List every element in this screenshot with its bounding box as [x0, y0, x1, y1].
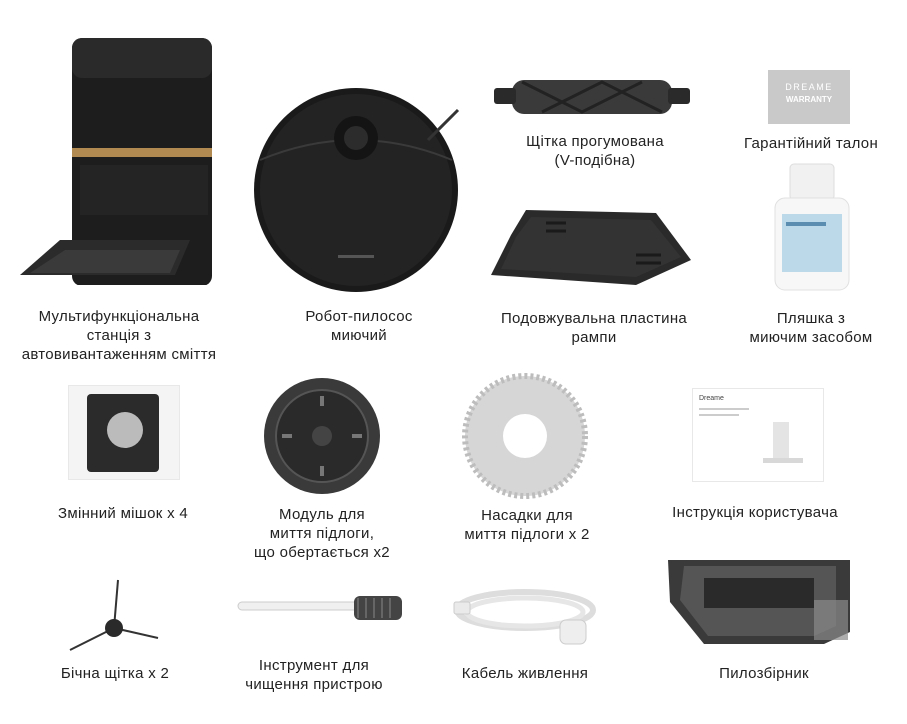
brand-label: DREAME — [785, 82, 833, 92]
mop-pad-icon — [462, 373, 588, 499]
caption: Гарантійний талон — [743, 135, 879, 152]
caption: Модуль для миття підлоги, що обертається… — [254, 506, 390, 561]
caption: Пляшка з миючим засобом — [749, 310, 873, 346]
manual-title: Dreame — [699, 395, 724, 402]
warranty-label: WARRANTY — [785, 95, 833, 104]
caption: Інструкція користувача — [672, 504, 838, 521]
caption: Подовжувальна пластина рампи — [500, 310, 688, 346]
dust-bin-icon — [664, 556, 854, 648]
caption: Кабель живлення — [461, 665, 589, 682]
caption: Бічна щітка x 2 — [60, 665, 170, 682]
caption: Пилозбірник — [719, 665, 809, 682]
dock-station-icon — [20, 30, 216, 285]
robot-vacuum-icon — [248, 80, 468, 300]
rubber-brush-icon — [492, 70, 692, 122]
caption: Мультифункціональна станція з автовивант… — [21, 308, 217, 363]
warranty-card-icon: DREAME WARRANTY — [768, 70, 850, 124]
caption: Інструмент для чищення пристрою — [245, 657, 383, 693]
caption: Щітка прогумована (V-подібна) — [526, 133, 664, 169]
ramp-plate-icon — [486, 205, 696, 290]
caption: Робот-пилосос миючий — [305, 308, 413, 344]
detergent-bottle-icon — [772, 162, 852, 292]
side-brush-icon — [68, 578, 160, 658]
dust-bag-icon — [68, 385, 180, 480]
caption: Змінний мішок x 4 — [57, 505, 189, 522]
user-manual-icon: Dreame — [692, 388, 824, 482]
power-cable-icon — [450, 580, 600, 650]
mop-module-icon — [262, 376, 382, 496]
cleaning-tool-icon — [236, 588, 406, 628]
caption: Насадки для миття підлоги x 2 — [464, 507, 590, 543]
